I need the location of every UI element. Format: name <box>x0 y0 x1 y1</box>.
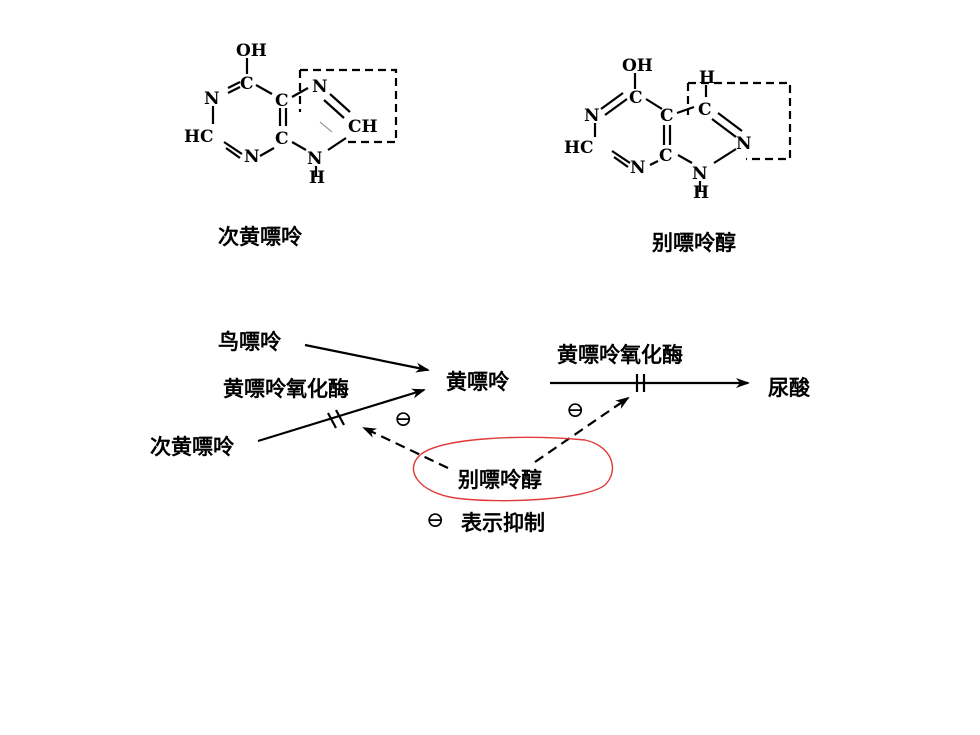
ap-n2: N <box>736 134 752 154</box>
hx-c4: C <box>275 129 289 149</box>
ap-c7a: C <box>659 146 673 166</box>
inhibit-arrow-1 <box>362 427 449 469</box>
inhibit-sign-2: ⊖ <box>566 398 585 423</box>
hx-c5: C <box>275 91 289 111</box>
uric-acid-label: 尿酸 <box>768 375 810 400</box>
inhibit-sign-1: ⊖ <box>394 407 413 432</box>
hypoxanthine-structure: OH N C C N CH HC N C N H <box>184 41 398 188</box>
ap-c3a: C <box>660 106 674 126</box>
legend-sign: ⊖ <box>426 508 445 533</box>
hx-c2: HC <box>184 127 214 147</box>
hypoxanthine-label: 次黄嘌呤 <box>150 434 234 459</box>
ap-oh: OH <box>622 56 653 76</box>
hx-c8: CH <box>348 117 378 137</box>
arrow-guanine-xanthine <box>304 343 430 373</box>
ap-h3: H <box>699 68 715 88</box>
allopurinol-inhibitor-label: 别嘌呤醇 <box>458 467 542 492</box>
hx-n7: N <box>312 77 328 97</box>
ap-c3: C <box>698 100 712 120</box>
ap-n5: N <box>630 158 646 178</box>
hx-oh: OH <box>236 41 267 61</box>
red-annotation-circle <box>412 436 614 502</box>
ap-c4: C <box>629 88 643 108</box>
guanine-label: 鸟嘌呤 <box>218 329 281 354</box>
hx-n1: N <box>204 89 220 109</box>
hx-h9: H <box>309 168 325 188</box>
allopurinol-caption: 别嘌呤醇 <box>652 230 736 255</box>
ap-c6: HC <box>564 138 594 158</box>
inhibit-arrow-2 <box>534 396 630 463</box>
allopurinol-structure: OH N C C H C N HC N C N H <box>564 56 792 203</box>
ap-n1: N <box>584 106 600 126</box>
hx-n3: N <box>244 147 260 167</box>
enzyme-label-1: 黄嘌呤氧化酶 <box>223 376 349 401</box>
arrow-hypoxanthine-xanthine <box>257 388 426 443</box>
hx-n9: N <box>307 149 323 169</box>
ap-h1: H <box>693 183 709 203</box>
xanthine-label: 黄嘌呤 <box>446 369 509 394</box>
legend-text: 表示抑制 <box>461 510 545 535</box>
hypoxanthine-caption: 次黄嘌呤 <box>218 224 302 249</box>
hx-c6: C <box>240 74 254 94</box>
ap-n1b: N <box>692 164 708 184</box>
enzyme-label-2: 黄嘌呤氧化酶 <box>557 342 683 367</box>
